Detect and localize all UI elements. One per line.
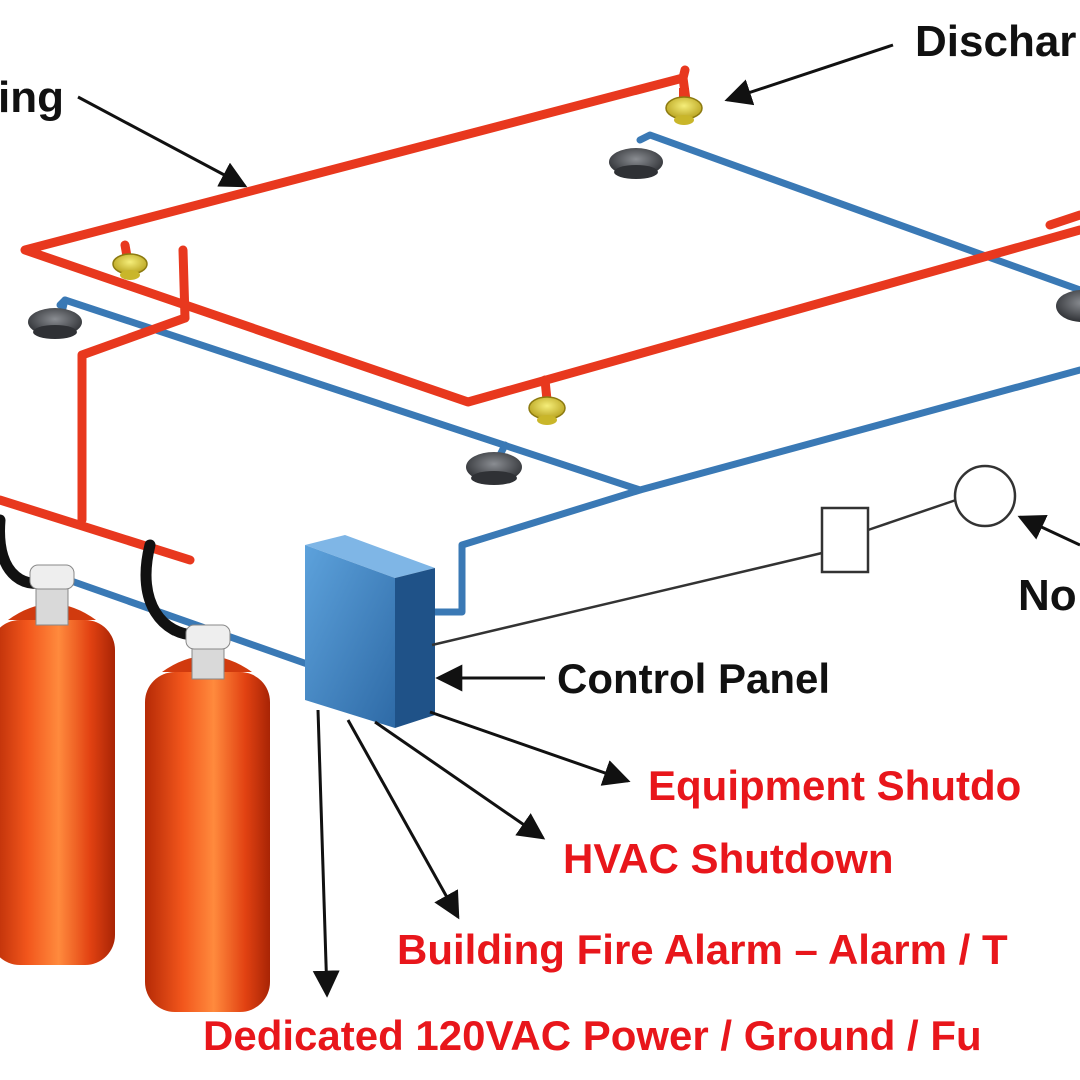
labels: ing Dischar No Control Panel <box>0 17 1077 702</box>
notification-appliance <box>431 464 1017 647</box>
fire-alarm-arrow <box>346 719 460 920</box>
nozzle-icon <box>665 88 703 125</box>
hvac-shutdown-label: HVAC Shutdown <box>563 835 894 882</box>
relay-module-icon <box>820 506 870 574</box>
leader-arrows <box>77 43 1080 998</box>
detector-icon <box>28 308 82 339</box>
discharge-nozzles <box>112 88 703 425</box>
equipment-shutdown-arrow <box>429 710 631 786</box>
fire-alarm-label: Building Fire Alarm – Alarm / T <box>397 926 1008 973</box>
agent-cylinders <box>0 564 270 1012</box>
cylinder-icon <box>0 564 115 965</box>
piping-label: ing <box>0 73 64 122</box>
detectors <box>28 148 1080 485</box>
control-panel-icon <box>305 535 435 728</box>
detector-icon <box>1056 290 1080 322</box>
detector-icon <box>466 452 522 485</box>
detector-icon <box>609 148 663 179</box>
nozzle-icon <box>528 396 566 425</box>
piping-arrow <box>77 95 248 188</box>
detection-wiring <box>36 131 1080 669</box>
cylinder-icon <box>145 624 270 1012</box>
notification-arrow <box>1017 515 1080 547</box>
agent-piping <box>0 65 1080 565</box>
power-label: Dedicated 120VAC Power / Ground / Fu <box>203 1012 982 1059</box>
discharge-arrow <box>724 43 894 106</box>
control-panel-label: Control Panel <box>557 655 830 702</box>
power-arrow <box>312 709 340 998</box>
notification-label: No <box>1018 571 1077 620</box>
nozzle-icon <box>112 253 148 280</box>
hvac-shutdown-arrow <box>374 720 546 840</box>
horn-strobe-icon <box>953 464 1017 528</box>
equipment-shutdown-label: Equipment Shutdo <box>648 762 1021 809</box>
discharge-label: Dischar <box>915 17 1076 66</box>
output-labels: Equipment Shutdo HVAC Shutdown Building … <box>203 762 1021 1059</box>
